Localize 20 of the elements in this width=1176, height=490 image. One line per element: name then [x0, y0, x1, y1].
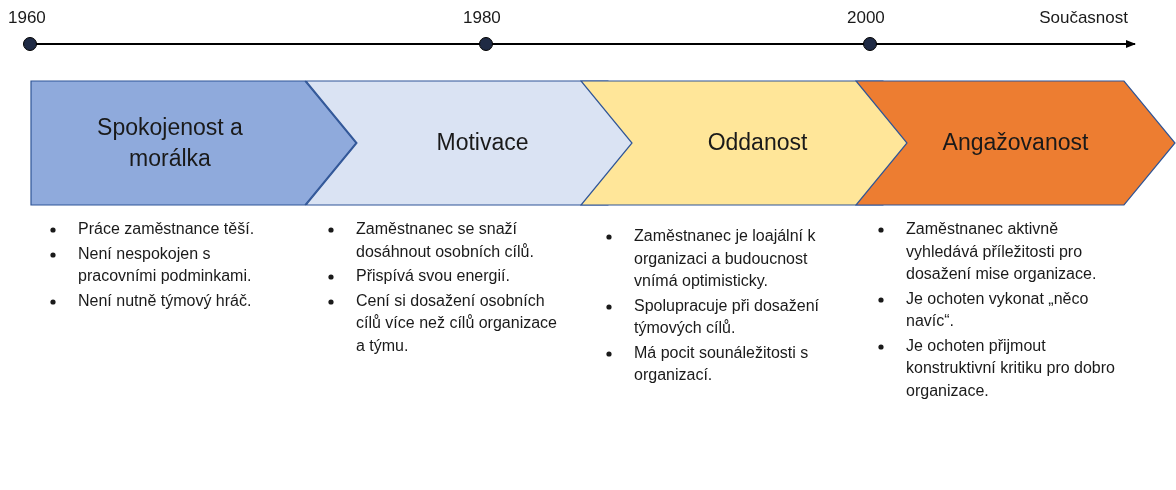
- bullet-text: Má pocit sounáležitosti s organizací.: [634, 343, 809, 383]
- bullet-text: Není nespokojen s pracovními podminkami.: [78, 244, 252, 284]
- stage-title: Angažovanost: [942, 128, 1089, 158]
- year-label: 1980: [463, 8, 501, 28]
- bullet-text: Zaměstnanec aktivně vyhledává příležitosti pro dosažení mise organizace.: [906, 220, 1097, 282]
- bullet-text: Spolupracuje při dosažení týmových cílů.: [634, 296, 819, 336]
- stage-title: Motivace: [436, 128, 529, 158]
- year-label: 2000: [847, 8, 885, 28]
- bullet-text: Práce zaměstnance těší.: [78, 220, 255, 237]
- stage-title: Spokojenost a morálka: [96, 112, 244, 173]
- bullet-text: Je ochoten vykonat „něco navíc“.: [906, 289, 1089, 329]
- bullet-text: Není nutně týmový hráč.: [78, 291, 252, 309]
- year-label: 1960: [8, 8, 46, 28]
- bullet-text: Zaměstnanec se snaží dosáhnout osobních cílů.: [356, 220, 534, 260]
- bullet-text: Cení si dosažení osobních cílů více než cílů organizace a týmu.: [356, 291, 557, 354]
- year-label: Současnost: [1039, 8, 1128, 28]
- bullet-text: Přispívá svou energií.: [356, 267, 510, 284]
- bullet-text: Zaměstnanec je loajální k organizaci a budoucnost vnímá optimisticky.: [634, 227, 816, 289]
- stage-title: Oddanost: [707, 128, 808, 158]
- bullet-text: Je ochoten přijmout konstruktivní kritiku pro dobro organizace.: [906, 336, 1115, 399]
